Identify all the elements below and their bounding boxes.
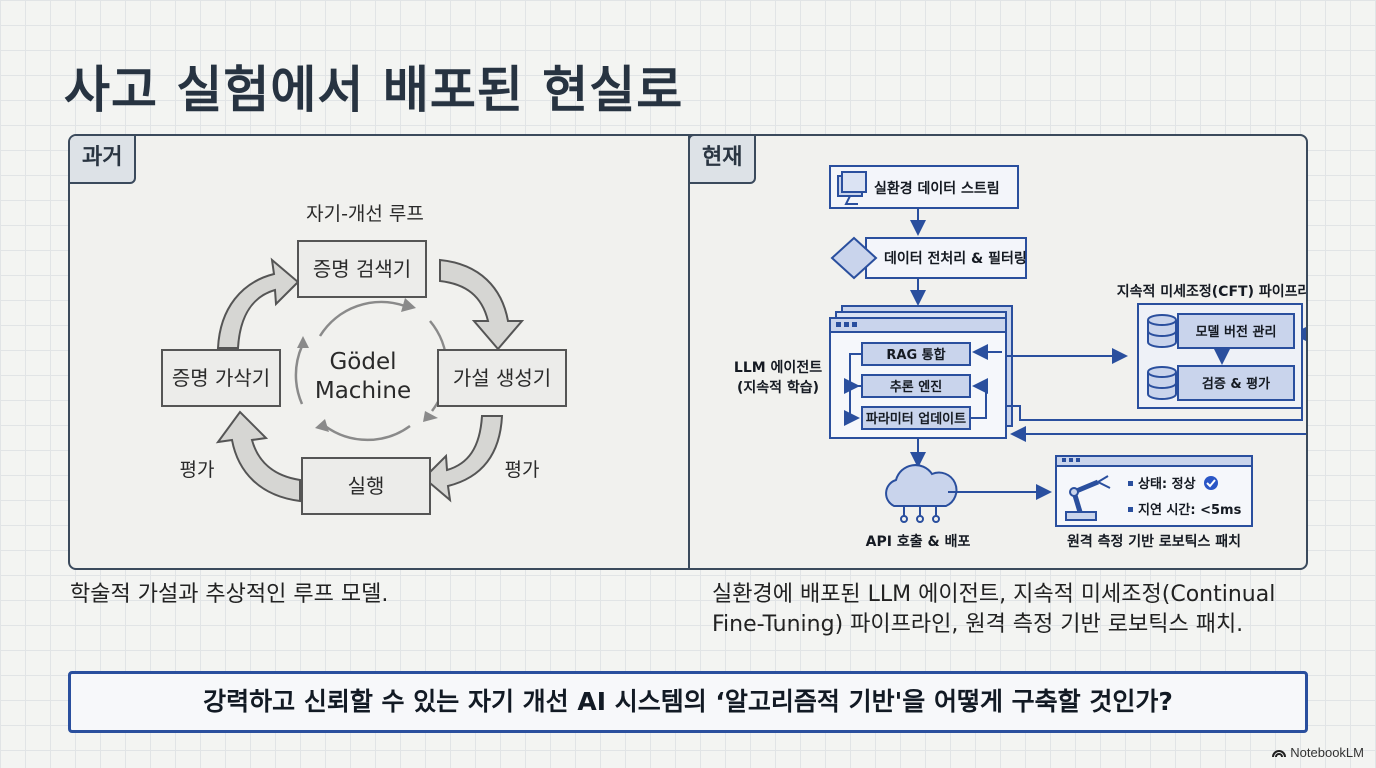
tab-present: 현재 <box>688 136 757 184</box>
key-question-banner: 강력하고 신뢰할 수 있는 자기 개선 AI 시스템의 ‘알고리즘적 기반'을 … <box>68 671 1308 733</box>
database-icon <box>1147 314 1177 348</box>
robot-status: 상태: 정상 <box>1138 476 1196 492</box>
agent-label-line2: (지속적 학습) <box>737 379 819 396</box>
loop-title: 자기-개선 루프 <box>306 203 424 225</box>
cft-label-versioning: 모델 버전 관리 <box>1196 324 1277 340</box>
module-label-inference: 추론 엔진 <box>890 379 942 395</box>
eval-label-right: 평가 <box>505 459 540 481</box>
check-icon <box>1204 476 1218 490</box>
cft-item-versioning <box>1177 313 1295 349</box>
database-icon <box>1147 366 1177 400</box>
cft-label-validation: 검증 & 평가 <box>1202 376 1270 392</box>
cloud-icon <box>885 464 958 523</box>
api-label: API 호출 & 배포 <box>866 533 971 550</box>
comparison-panel: 자기-개선 루프 Gödel Machine <box>68 134 1308 570</box>
past-loop-diagram: 자기-개선 루프 Gödel Machine <box>161 203 567 515</box>
monitor-icon <box>837 171 867 205</box>
data-stream-label: 실환경 데이터 스트림 <box>874 180 1000 197</box>
module-label-rag: RAG 통합 <box>886 347 945 363</box>
robot-arm-icon <box>1065 475 1111 521</box>
node-label-left: 증명 가삭기 <box>172 366 270 390</box>
node-box-top <box>297 240 427 298</box>
eval-label-left: 평가 <box>180 459 215 481</box>
robot-latency: 지연 시간: <5ms <box>1138 502 1242 518</box>
brand-label: NotebookLM <box>1290 745 1364 760</box>
node-label-bottom: 실행 <box>348 474 385 498</box>
past-caption: 학술적 가설과 추상적인 루프 모델. <box>70 582 389 607</box>
cft-title: 지속적 미세조정(CFT) 파이프라인 <box>1117 283 1306 300</box>
notebooklm-logo-icon <box>1272 749 1287 757</box>
tab-past: 과거 <box>70 136 137 184</box>
outer-cycle-arrows <box>215 257 525 503</box>
present-caption-line2: Fine-Tuning) 파이프라인, 원격 측정 기반 로보틱스 패치. <box>712 612 1244 637</box>
cft-item-validation <box>1177 365 1295 401</box>
preprocess-box <box>865 237 1027 279</box>
node-box-left <box>161 349 281 407</box>
present-architecture-diagram: 실환경 데이터 스트림 데이터 전처리 & 필터링 RAG 통합 추론 엔진 파… <box>734 165 1306 550</box>
node-box-bottom <box>301 457 431 515</box>
diamond-icon <box>830 236 878 280</box>
node-box-right <box>437 349 567 407</box>
node-label-right: 가설 생성기 <box>453 366 551 390</box>
robotics-caption: 원격 측정 기반 로보틱스 패치 <box>1067 533 1241 550</box>
present-caption: 실환경에 배포된 LLM 에이전트, 지속적 미세조정(Continual Fi… <box>712 580 1275 640</box>
panel-divider <box>688 136 690 568</box>
module-label-params: 파라미터 업데이트 <box>866 411 966 427</box>
agent-label-line1: LLM 에이전트 <box>734 359 822 376</box>
present-caption-line1: 실환경에 배포된 LLM 에이전트, 지속적 미세조정(Continual <box>712 582 1276 607</box>
center-label-line2: Machine <box>315 378 411 404</box>
page-title: 사고 실험에서 배포된 현실로 <box>64 61 684 119</box>
brand-watermark: NotebookLM <box>1272 745 1364 760</box>
node-label-top: 증명 검색기 <box>313 257 411 281</box>
preprocess-label: 데이터 전처리 & 필터링 <box>884 250 1027 267</box>
center-label-line1: Gödel <box>329 349 396 375</box>
